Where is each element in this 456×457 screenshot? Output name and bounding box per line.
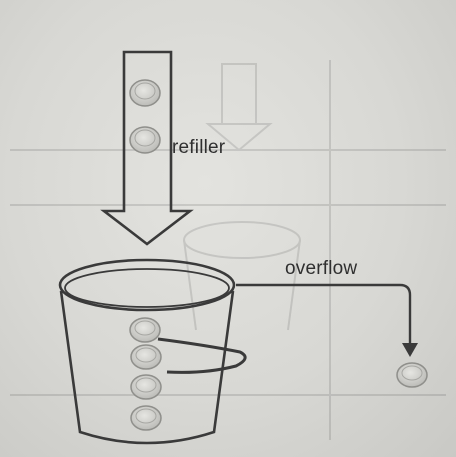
bucket-handle (157, 337, 247, 374)
bucket-body (59, 290, 235, 445)
bucket-token-icon (130, 374, 162, 400)
bucket-icon (58, 258, 247, 445)
overflow-token-icon (396, 362, 428, 388)
bucket-rim-inner (64, 268, 230, 308)
bucket-rim (58, 258, 236, 312)
overflow-elbow-arrow-icon (236, 283, 418, 357)
bucket-token-icon (130, 405, 162, 431)
overflow-label: overflow (285, 258, 358, 279)
refill-token-icon (129, 126, 161, 154)
bucket-token-icon (129, 317, 161, 343)
refill-token-icon (129, 79, 161, 107)
refiller-label: refiller (172, 137, 226, 158)
refill-down-arrow-icon (100, 50, 194, 246)
bucket-token-icon (130, 344, 162, 370)
